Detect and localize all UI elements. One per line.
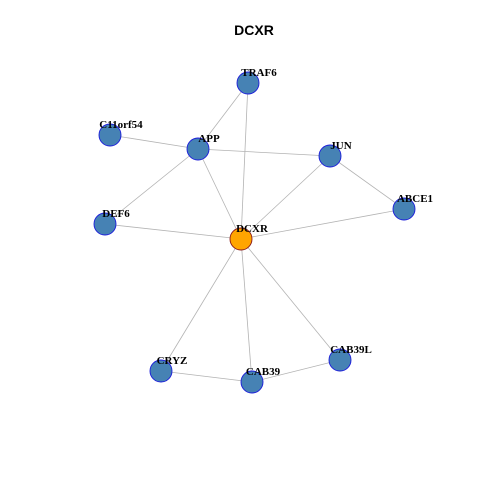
node-cab39 (240, 370, 264, 394)
edge-app-jun (197, 148, 331, 157)
node-cryz (149, 359, 173, 383)
edge-traf6-app (197, 82, 249, 150)
edge-jun-abce1 (329, 155, 405, 210)
edge-cab39-cab39l (251, 359, 341, 383)
node-label-traf6: TRAF6 (241, 67, 277, 79)
graph-title: DCXR (234, 22, 274, 38)
edge-cryz-cab39 (160, 370, 253, 383)
edge-app-def6 (104, 148, 199, 225)
edge-def6-dcxr (104, 223, 242, 240)
edge-dcxr-cab39 (240, 238, 253, 383)
node-dcxr (229, 227, 253, 251)
node-label-jun: JUN (330, 140, 351, 152)
node-label-def6: DEF6 (102, 208, 130, 220)
node-traf6 (236, 71, 260, 95)
edge-dcxr-cab39l (240, 238, 341, 361)
edge-dcxr-cryz (160, 238, 242, 372)
node-abce1 (392, 197, 416, 221)
node-label-cryz: CRYZ (157, 355, 188, 367)
edge-layer (104, 82, 405, 383)
node-app (186, 137, 210, 161)
node-jun (318, 144, 342, 168)
edge-abce1-dcxr (240, 208, 405, 240)
node-label-cab39l: CAB39L (330, 344, 372, 356)
node-label-abce1: ABCE1 (397, 193, 433, 205)
node-label-c11orf54: C11orf54 (99, 119, 143, 131)
node-layer (93, 71, 416, 394)
node-def6 (93, 212, 117, 236)
node-label-app: APP (198, 133, 220, 145)
edge-c11orf54-app (109, 134, 199, 150)
edge-jun-dcxr (240, 155, 331, 240)
edge-traf6-dcxr (240, 82, 249, 240)
node-label-dcxr: DCXR (236, 223, 269, 235)
edge-app-dcxr (197, 148, 242, 240)
node-cab39l (328, 348, 352, 372)
node-label-cab39: CAB39 (246, 366, 281, 378)
node-c11orf54 (98, 123, 122, 147)
